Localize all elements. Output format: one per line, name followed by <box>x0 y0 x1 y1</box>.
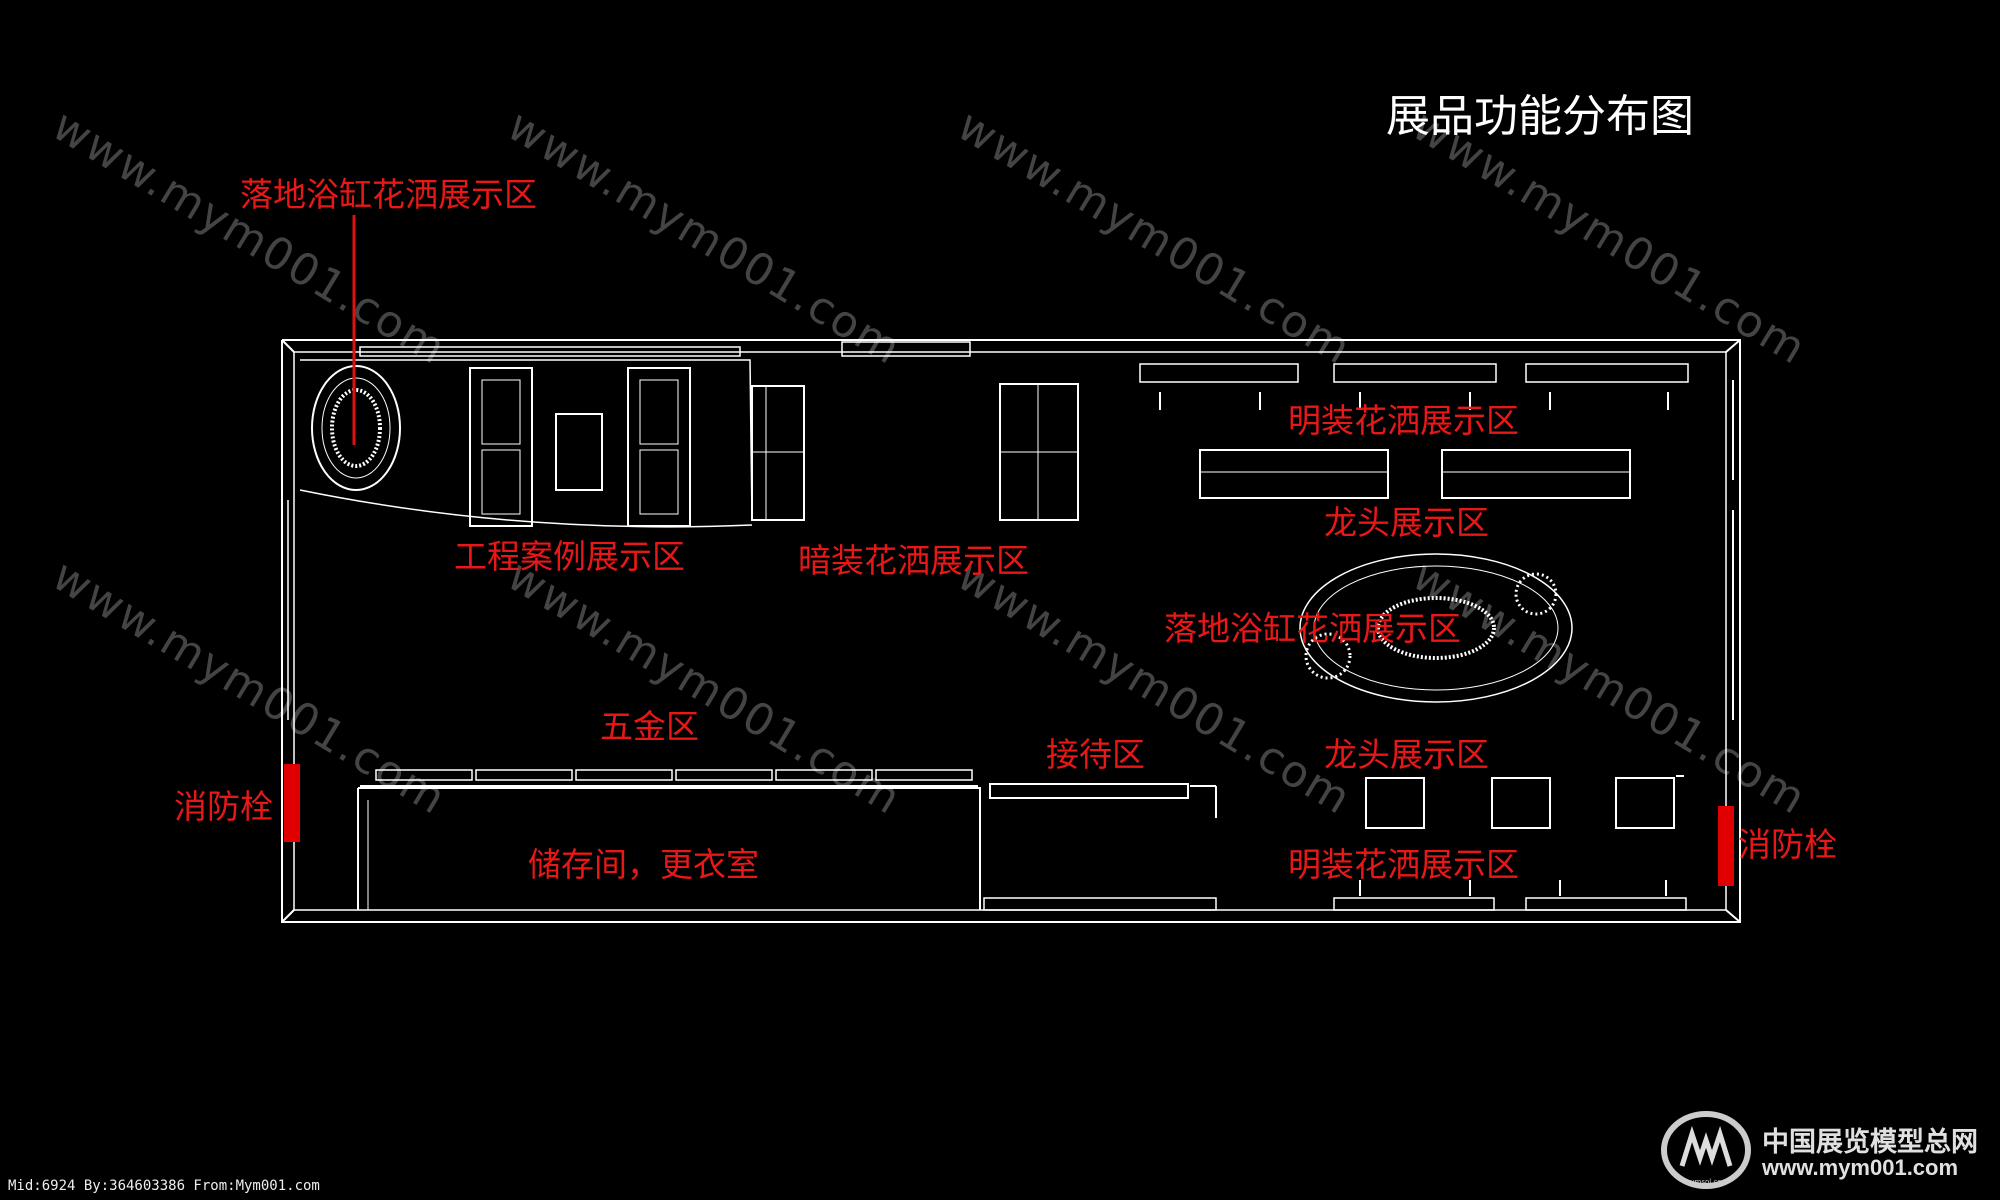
concealed-shower-walls <box>751 383 1079 521</box>
brand-name: 中国展览模型总网 <box>1762 1127 1978 1158</box>
brand-logo-text: mymsol.com <box>1684 1178 1729 1186</box>
exposed-shower-bottom <box>1333 880 1687 911</box>
diagram-title: 展品功能分布图 <box>1386 91 1694 142</box>
label-faucet-top: 龙头展示区 <box>1324 503 1489 542</box>
brand-url: www.mym001.com <box>1762 1155 1959 1180</box>
label-floor-tub-center: 落地浴缸花洒展示区 <box>1164 609 1461 648</box>
label-floor-tub-top: 落地浴缸花洒展示区 <box>240 175 537 214</box>
bathtub-center <box>1299 553 1573 703</box>
bathtub-top <box>311 365 401 491</box>
brand-logo: mymsol.com <box>1661 1111 1751 1189</box>
label-hardware: 五金区 <box>600 707 699 746</box>
fire-hydrant-right <box>1718 806 1734 886</box>
label-hydrant-left: 消防栓 <box>174 787 273 826</box>
label-storage: 储存间，更衣室 <box>528 845 759 884</box>
faucet-counter-top <box>1199 449 1631 499</box>
outer-wall <box>281 339 1741 923</box>
label-exposed-shower-bottom: 明装花洒展示区 <box>1288 845 1519 884</box>
exposed-shower-top <box>1139 363 1689 410</box>
footer-credit: Mid:6924 By:364603386 From:Mym001.com <box>8 1178 320 1194</box>
fire-hydrant-left <box>284 764 300 842</box>
reception-desk <box>979 783 1217 911</box>
label-concealed-shower: 暗装花洒展示区 <box>798 541 1029 580</box>
label-hydrant-right: 消防栓 <box>1738 825 1837 864</box>
faucet-cabinet-bottom <box>1365 775 1684 829</box>
label-exposed-shower-top: 明装花洒展示区 <box>1288 401 1519 440</box>
hardware-counter <box>360 769 978 787</box>
label-faucet-bottom: 龙头展示区 <box>1324 735 1489 774</box>
sofa-set <box>469 367 691 527</box>
label-reception: 接待区 <box>1046 735 1145 774</box>
label-engineering: 工程案例展示区 <box>454 537 685 576</box>
